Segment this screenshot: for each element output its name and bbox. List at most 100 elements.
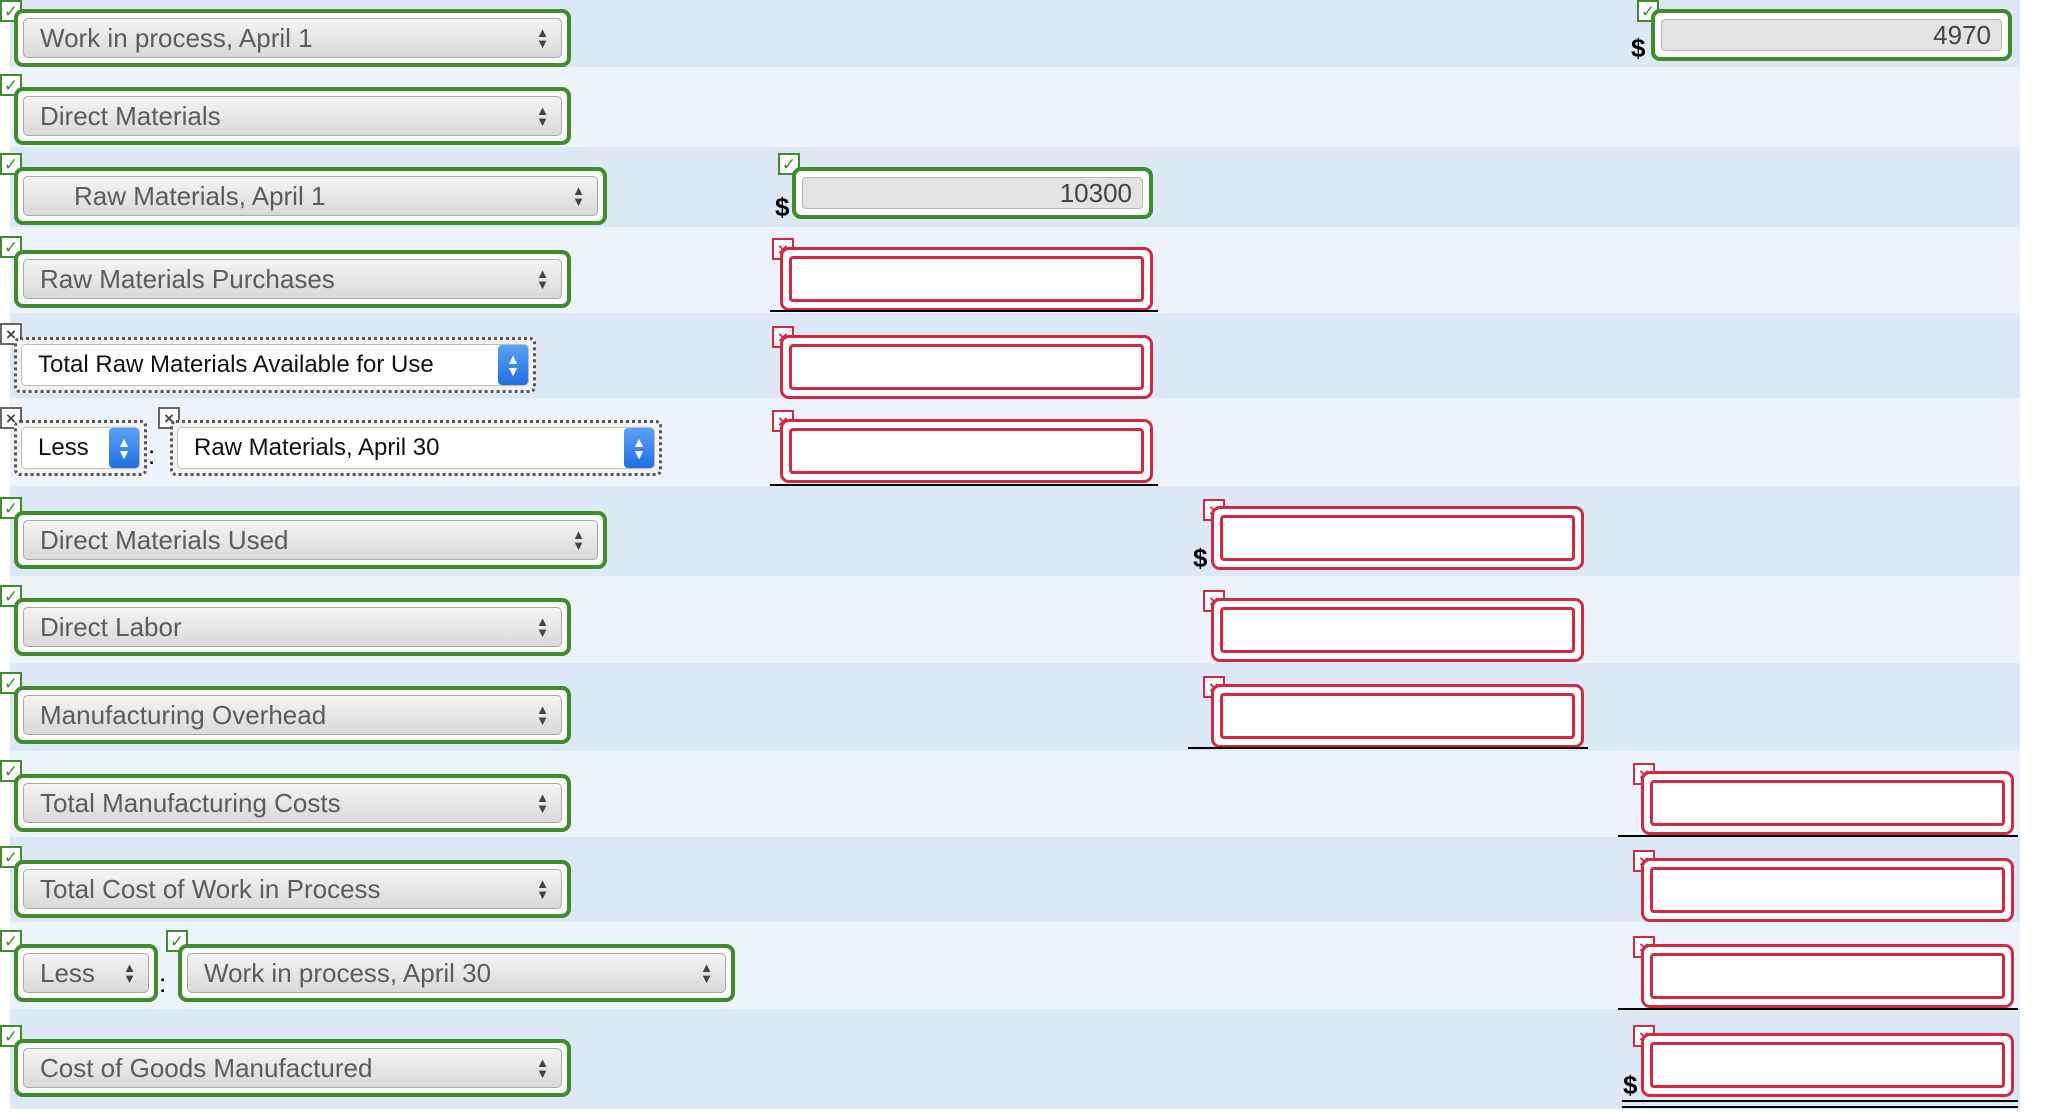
select-work-in-process-april-30[interactable]: Work in process, April 30 ▲▼ <box>178 944 735 1002</box>
select-arrows-icon: ▲▼ <box>700 960 713 986</box>
select-total-manufacturing-costs[interactable]: Total Manufacturing Costs ▲▼ <box>14 774 571 832</box>
amount-value: 4970 <box>1661 19 2002 51</box>
select-arrows-icon: ▲▼ <box>123 960 136 986</box>
amount-work-in-process-april-30[interactable] <box>1641 944 2014 1008</box>
select-raw-materials-april-1[interactable]: Raw Materials, April 1 ▲▼ <box>14 167 607 225</box>
amount-input <box>789 256 1144 302</box>
correct-check-icon: ✓ <box>0 846 22 868</box>
amount-raw-materials-april-30[interactable] <box>780 419 1153 483</box>
select-face: Manufacturing Overhead ▲▼ <box>23 695 562 735</box>
amount-input <box>1650 953 2005 999</box>
amount-cost-of-goods-manufactured[interactable] <box>1641 1033 2014 1097</box>
select-arrows-icon: ▲▼ <box>536 25 549 51</box>
select-label: Direct Materials <box>40 100 221 131</box>
subtotal-underline <box>770 484 1158 486</box>
currency-sign: $ <box>1193 543 1208 573</box>
select-arrows-icon: ▲▼ <box>536 702 549 728</box>
select-face: Work in process, April 30 ▲▼ <box>187 953 726 993</box>
subtotal-underline <box>1618 1008 2018 1010</box>
currency-sign: $ <box>775 192 790 222</box>
select-arrows-icon: ▲▼ <box>536 103 549 129</box>
select-face: Less ▲▼ <box>21 427 140 469</box>
amount-manufacturing-overhead[interactable] <box>1211 684 1584 748</box>
select-face: Total Raw Materials Available for Use ▲▼ <box>21 344 529 386</box>
amount-input <box>1650 1042 2005 1088</box>
currency-sign: $ <box>1623 1070 1638 1100</box>
amount-total-cost-of-work-in-process[interactable] <box>1641 858 2014 922</box>
select-arrows-icon: ▲▼ <box>536 876 549 902</box>
select-less-prefix[interactable]: Less ▲▼ <box>14 420 147 476</box>
select-label: Manufacturing Overhead <box>40 699 327 730</box>
amount-input <box>789 428 1144 474</box>
select-label: Total Raw Materials Available for Use <box>38 351 434 378</box>
amount-input <box>1220 515 1575 561</box>
select-label: Less <box>38 434 89 461</box>
select-label: Raw Materials, April 30 <box>194 434 440 461</box>
select-work-in-process-april-1[interactable]: Work in process, April 1 ▲▼ <box>14 9 571 67</box>
amount-work-in-process-april-1[interactable]: 4970 <box>1651 9 2012 61</box>
correct-check-icon: ✓ <box>0 497 22 519</box>
amount-input <box>1650 780 2005 826</box>
select-cost-of-goods-manufactured[interactable]: Cost of Goods Manufactured ▲▼ <box>14 1039 571 1097</box>
amount-input <box>1220 607 1575 653</box>
select-face: Work in process, April 1 ▲▼ <box>23 18 562 58</box>
total-double-underline-bottom <box>1622 1106 2018 1108</box>
select-face: Direct Materials Used ▲▼ <box>23 520 598 560</box>
amount-input <box>789 344 1144 390</box>
select-direct-materials[interactable]: Direct Materials ▲▼ <box>14 87 571 145</box>
select-face: Direct Labor ▲▼ <box>23 607 562 647</box>
subtotal-underline <box>770 310 1158 312</box>
correct-check-icon: ✓ <box>0 74 22 96</box>
select-label: Work in process, April 30 <box>204 957 492 988</box>
select-less-prefix[interactable]: Less ▲▼ <box>14 944 158 1002</box>
select-total-cost-of-work-in-process[interactable]: Total Cost of Work in Process ▲▼ <box>14 860 571 918</box>
select-arrows-icon: ▲▼ <box>572 527 585 553</box>
amount-direct-labor[interactable] <box>1211 598 1584 662</box>
amount-total-manufacturing-costs[interactable] <box>1641 771 2014 835</box>
amount-raw-materials-purchases[interactable] <box>780 247 1153 311</box>
select-face: Raw Materials, April 30 ▲▼ <box>177 427 655 469</box>
select-label: Raw Materials, April 1 <box>74 180 326 211</box>
select-face: Cost of Goods Manufactured ▲▼ <box>23 1048 562 1088</box>
select-face: Direct Materials ▲▼ <box>23 96 562 136</box>
select-arrows-icon: ▲▼ <box>498 345 528 385</box>
select-face: Less ▲▼ <box>23 953 149 993</box>
select-face: Total Manufacturing Costs ▲▼ <box>23 783 562 823</box>
select-label: Total Cost of Work in Process <box>40 873 381 904</box>
select-face: Raw Materials, April 1 ▲▼ <box>23 176 598 216</box>
select-arrows-icon: ▲▼ <box>109 428 139 468</box>
amount-input <box>1650 867 2005 913</box>
select-label: Cost of Goods Manufactured <box>40 1052 373 1083</box>
select-arrows-icon: ▲▼ <box>536 790 549 816</box>
amount-input <box>1220 693 1575 739</box>
subtotal-underline <box>1618 835 2018 837</box>
amount-direct-materials-used[interactable] <box>1211 506 1584 570</box>
select-manufacturing-overhead[interactable]: Manufacturing Overhead ▲▼ <box>14 686 571 744</box>
select-direct-labor[interactable]: Direct Labor ▲▼ <box>14 598 571 656</box>
select-label: Total Manufacturing Costs <box>40 787 341 818</box>
select-total-raw-materials-available[interactable]: Total Raw Materials Available for Use ▲▼ <box>14 337 536 393</box>
subtotal-underline <box>1188 747 1588 749</box>
select-label: Direct Materials Used <box>40 524 289 555</box>
select-arrows-icon: ▲▼ <box>572 183 585 209</box>
select-raw-materials-purchases[interactable]: Raw Materials Purchases ▲▼ <box>14 250 571 308</box>
select-face: Raw Materials Purchases ▲▼ <box>23 259 562 299</box>
amount-total-raw-materials-available[interactable] <box>780 335 1153 399</box>
select-label: Raw Materials Purchases <box>40 263 335 294</box>
amount-raw-materials-april-1[interactable]: 10300 <box>792 167 1153 219</box>
select-direct-materials-used[interactable]: Direct Materials Used ▲▼ <box>14 511 607 569</box>
colon-separator: : <box>148 440 156 470</box>
select-arrows-icon: ▲▼ <box>536 1055 549 1081</box>
select-label: Less <box>40 957 95 988</box>
select-arrows-icon: ▲▼ <box>536 266 549 292</box>
select-label: Direct Labor <box>40 611 182 642</box>
select-face: Total Cost of Work in Process ▲▼ <box>23 869 562 909</box>
select-arrows-icon: ▲▼ <box>624 428 654 468</box>
select-label: Work in process, April 1 <box>40 22 313 53</box>
total-double-underline-top <box>1622 1100 2018 1102</box>
select-raw-materials-april-30[interactable]: Raw Materials, April 30 ▲▼ <box>170 420 662 476</box>
colon-separator: : <box>159 968 167 998</box>
amount-value: 10300 <box>802 177 1143 209</box>
currency-sign: $ <box>1631 33 1646 63</box>
